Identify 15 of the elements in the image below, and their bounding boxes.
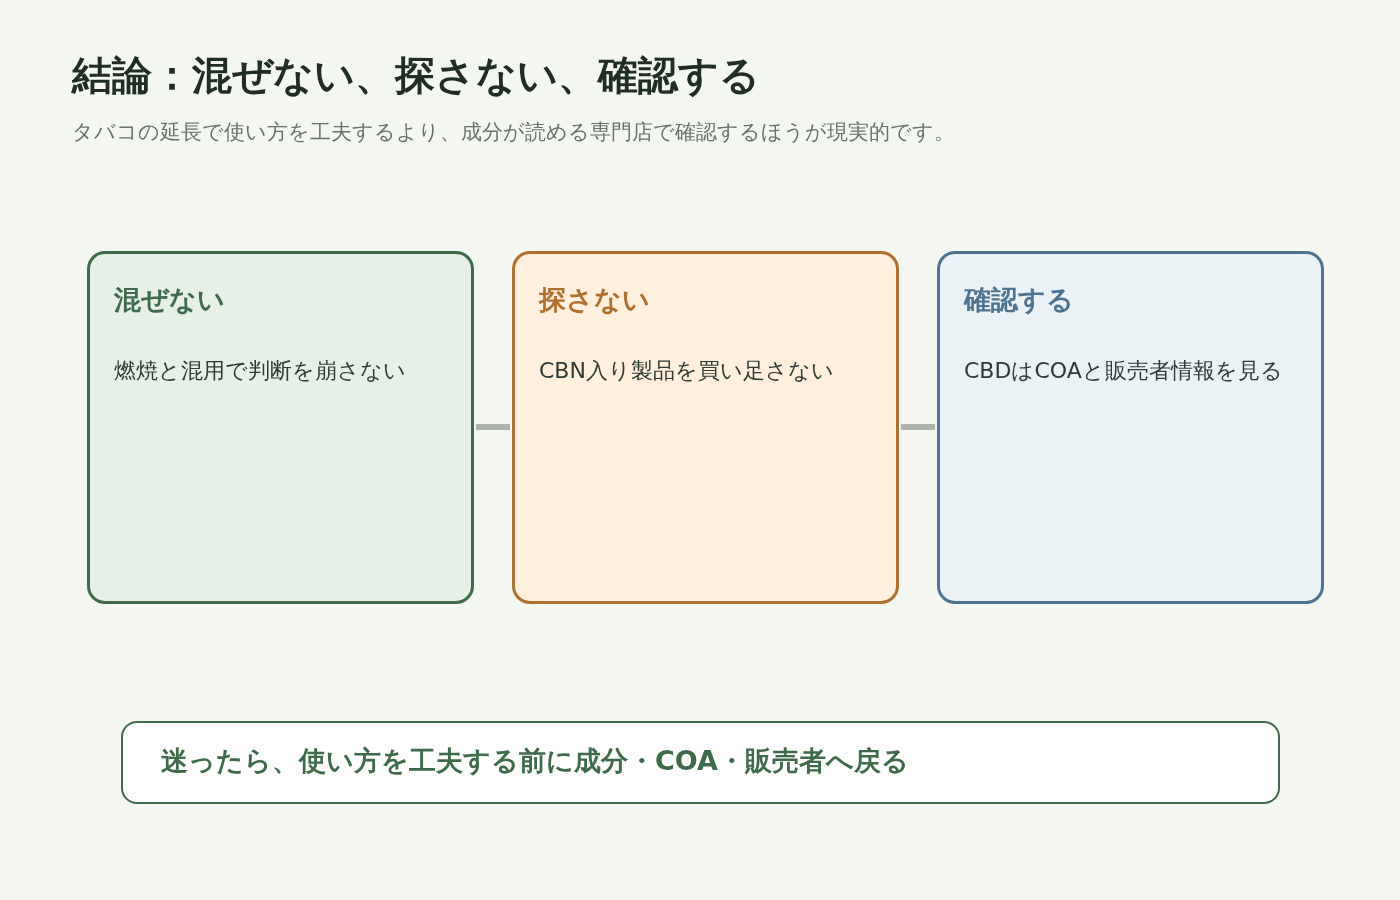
subtitle: タバコの延長で使い方を工夫するより、成分が読める専門店で確認するほうが現実的です。 [72, 119, 955, 146]
card-heading: 確認する [964, 283, 1074, 317]
card-text: CBDはCOAと販売者情報を見る [964, 357, 1284, 385]
summary-text: 迷ったら、使い方を工夫する前に成分・COA・販売者へ戻る [161, 744, 909, 778]
card-text: 燃焼と混用で判断を崩さない [114, 357, 407, 385]
card-text: CBN入り製品を買い足さない [539, 357, 835, 385]
card-heading: 混ぜない [114, 283, 225, 317]
step-card [937, 251, 1324, 604]
step-card [87, 251, 474, 604]
step-card [512, 251, 899, 604]
connector [901, 424, 935, 430]
card-heading: 探さない [539, 283, 650, 317]
summary-box [121, 721, 1280, 804]
title: 結論：混ぜない、探さない、確認する [72, 51, 760, 100]
connector [476, 424, 510, 430]
